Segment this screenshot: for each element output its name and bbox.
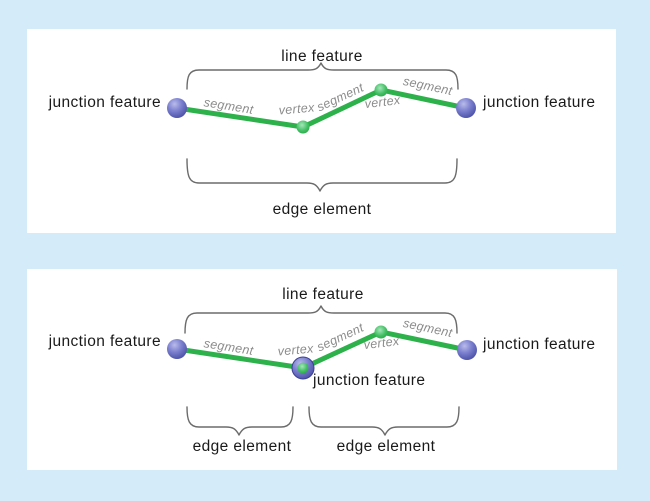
edge-line-bottom: [174, 329, 470, 371]
line-feature-label-bottom: line feature: [282, 286, 364, 303]
junction-node-bottom-left: [167, 339, 187, 359]
brace-line-feature-top: [186, 62, 459, 90]
vertex-label-top-1: vertex: [278, 100, 315, 117]
brace-line-feature-bottom: [184, 305, 458, 334]
junction-node-top-right: [456, 98, 476, 118]
vertex-label-top-2: vertex: [364, 93, 402, 111]
vertex-node-bottom-middle: [297, 362, 309, 374]
brace-edge-element-top: [186, 158, 458, 192]
junction-feature-label-bottom-left: junction feature: [48, 333, 161, 350]
edge-element-label-bottom-left: edge element: [193, 438, 292, 455]
line-feature-label-top: line feature: [281, 48, 363, 65]
edge-element-label-bottom-right: edge element: [337, 438, 436, 455]
junction-node-bottom-right: [457, 340, 477, 360]
edge-element-label-top: edge element: [273, 201, 372, 218]
junction-feature-label-bottom-middle: junction feature: [312, 372, 425, 389]
edge-line-top: [174, 87, 469, 130]
junction-feature-label-top-left: junction feature: [48, 94, 161, 111]
panel-bottom: [27, 269, 617, 470]
vertex-node-top-low: [296, 120, 310, 134]
junction-feature-label-top-right: junction feature: [482, 94, 595, 111]
brace-edge-element-bottom-right: [308, 406, 460, 436]
junction-feature-label-bottom-right: junction feature: [482, 336, 595, 353]
vertex-label-bottom-2: vertex: [363, 334, 401, 352]
vertex-node-top-high: [374, 83, 388, 97]
vertex-node-bottom-high: [374, 325, 388, 339]
junction-node-top-left: [167, 98, 187, 118]
brace-edge-element-bottom-left: [186, 406, 294, 436]
vertex-label-bottom-1: vertex: [277, 341, 314, 358]
